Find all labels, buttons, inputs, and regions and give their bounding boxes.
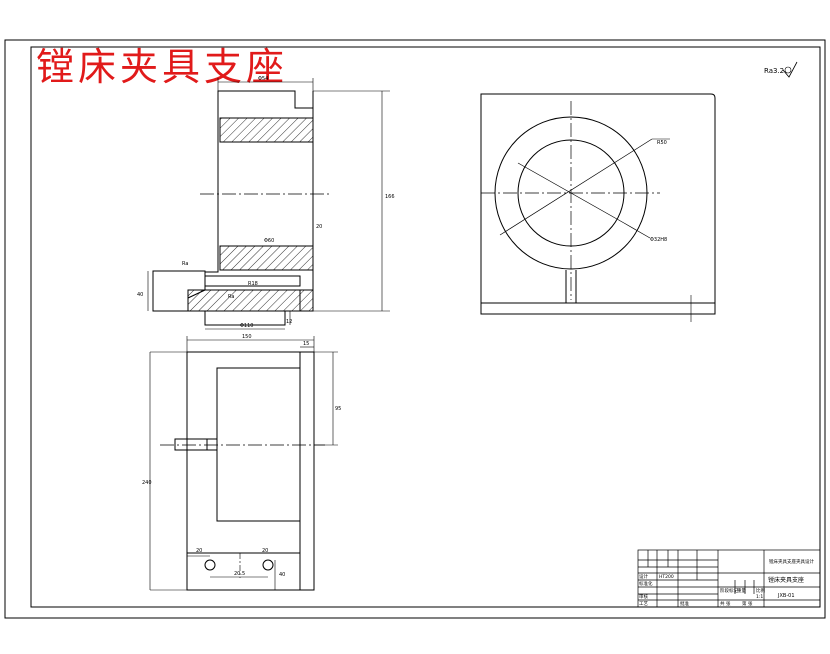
- title-block-text: 镗床夹具支座夹具设计 镗床夹具支座 JXB-01 设计 标准化 审核 工艺 批准…: [639, 558, 814, 607]
- tb-sheet: 第 张: [742, 600, 753, 607]
- label-left-height: 40: [137, 292, 143, 298]
- label-bore: Φ60: [264, 238, 274, 244]
- dim-radius: R50: [657, 140, 667, 146]
- tb-check: 审核: [639, 593, 648, 600]
- side-view: [149, 336, 338, 591]
- drawing-title: 镗床夹具支座: [36, 45, 289, 89]
- tb-design: 设计: [639, 573, 648, 580]
- tb-standard: 标准化: [639, 580, 653, 587]
- label-wall: 20: [316, 224, 322, 230]
- dim-height: 166: [385, 194, 395, 200]
- tb-total: 共 张: [720, 600, 731, 607]
- label-step: Ra: [228, 294, 234, 300]
- tb-unit: 镗床夹具支座夹具设计: [769, 558, 814, 565]
- tb-stage: 阶段标记: [720, 587, 738, 594]
- roughness-symbol: Ra3.2: [764, 61, 798, 78]
- tb-approve: 批准: [680, 600, 689, 607]
- dim-bore: Φ32H8: [650, 237, 667, 243]
- label-inner-groove: R18: [248, 281, 258, 287]
- section-view: [147, 78, 390, 330]
- dim-side-width: 150: [242, 334, 252, 340]
- outer-frame: [4, 39, 826, 619]
- label-bottom-right: 12: [286, 319, 292, 325]
- dim-hole-right: 20: [262, 548, 268, 554]
- tb-drawing-no: JXB-01: [777, 593, 795, 599]
- dim-bottom-right: 40: [279, 572, 285, 578]
- dim-hole-left: 20: [196, 548, 202, 554]
- front-view: [480, 93, 716, 322]
- side-view-labels: 150 15 240 95 20 20.5 20 40: [142, 334, 341, 578]
- tb-scale: 1:1: [756, 594, 763, 600]
- section-view-labels: Φ54 166 20 Φ60 40 Ra R18 Ra Φ110 12: [137, 76, 395, 329]
- title-block: [637, 549, 821, 608]
- dim-hole-mid: 20.5: [234, 571, 245, 577]
- label-left-rough: Ra: [182, 261, 188, 267]
- front-view-labels: R50 Φ32H8: [650, 140, 667, 243]
- svg-text:Ra3.2: Ra3.2: [764, 67, 784, 75]
- dim-side-right: 15: [303, 341, 309, 347]
- tb-process: 工艺: [639, 601, 648, 607]
- inner-frame: [30, 46, 821, 608]
- dim-side-height: 240: [142, 480, 152, 486]
- tb-part-name: 镗床夹具支座: [768, 576, 804, 584]
- label-bottom-width: Φ110: [240, 323, 253, 329]
- dim-side-right-height: 95: [335, 406, 341, 412]
- tb-scale-label: 比例: [756, 587, 765, 594]
- tb-material: HT200: [659, 574, 674, 580]
- tb-weight: 重量: [737, 587, 746, 594]
- dim-top-width: Φ54: [258, 76, 268, 82]
